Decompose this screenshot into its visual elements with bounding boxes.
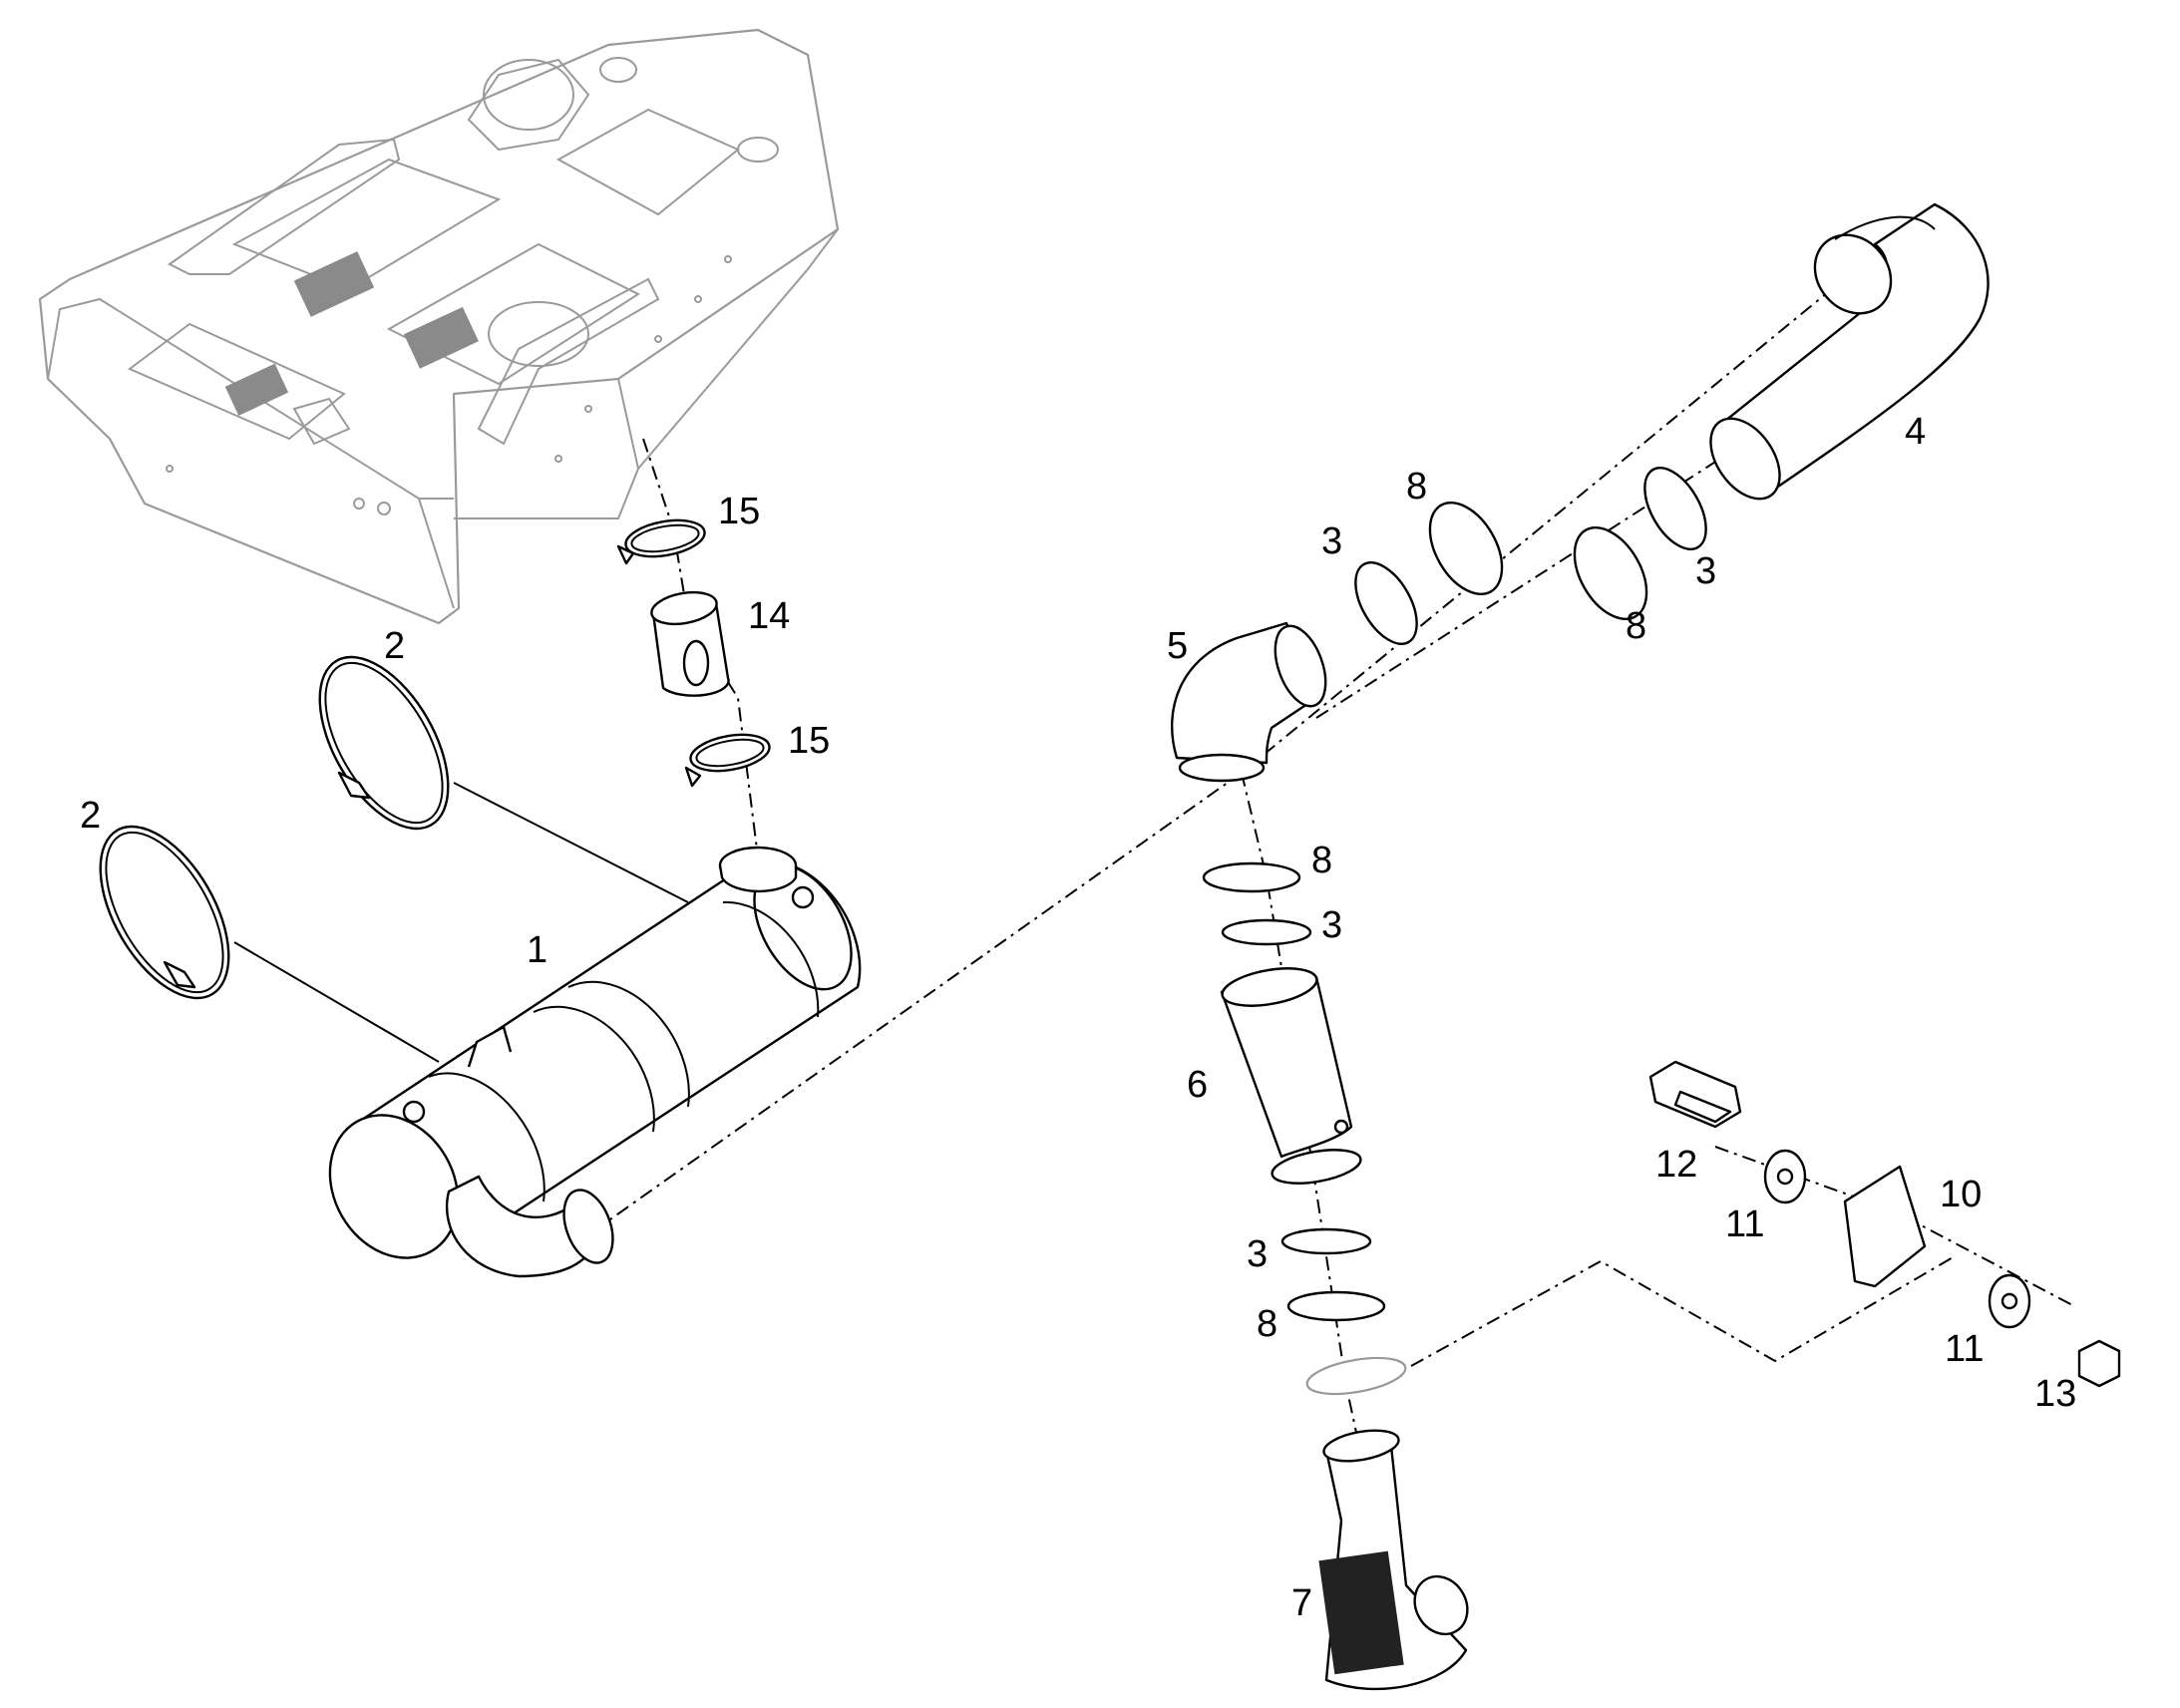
part-1-muffler: [328, 846, 862, 1278]
callout-2a: 2: [80, 795, 101, 837]
callout-8b: 8: [1626, 605, 1646, 647]
callout-15a: 15: [718, 491, 760, 532]
part-2-clamp-bands: [99, 655, 450, 1000]
callout-12: 12: [1655, 1144, 1697, 1186]
callout-13: 13: [2034, 1373, 2076, 1415]
part-5-elbow: [1171, 621, 1327, 783]
part-8-clamps: [1202, 501, 1648, 1322]
callout-8d: 8: [1257, 1303, 1277, 1345]
callout-11b: 11: [1945, 1328, 1984, 1370]
callouts: 1 2 2 3 3 3 3 4 5 6 7 8 8 8 8 10 11 11 1…: [80, 411, 2076, 1624]
callout-3a: 3: [1321, 520, 1342, 562]
callout-5: 5: [1167, 625, 1188, 667]
callout-6: 6: [1187, 1064, 1208, 1106]
callout-7: 7: [1291, 1582, 1312, 1624]
callout-4: 4: [1905, 411, 1926, 453]
callout-2b: 2: [384, 625, 405, 667]
part-10-13-bracket-hardware: [1648, 1060, 2121, 1388]
callout-14: 14: [748, 595, 790, 637]
part-3-gaskets: [1221, 467, 1707, 1255]
callout-1: 1: [527, 929, 547, 971]
chassis-frame-ghost: [38, 28, 840, 625]
callout-15b: 15: [788, 720, 830, 762]
part-14-15-coupler: [616, 518, 771, 788]
callout-8a: 8: [1406, 466, 1427, 508]
callout-10: 10: [1940, 1174, 1982, 1215]
callout-3d: 3: [1247, 1233, 1268, 1275]
callout-8c: 8: [1311, 840, 1332, 881]
callout-11a: 11: [1725, 1203, 1764, 1245]
callout-3b: 3: [1695, 550, 1716, 592]
part-6-canister: [1220, 967, 1362, 1185]
callout-3c: 3: [1321, 904, 1342, 946]
part-4-pipe: [1709, 202, 1990, 501]
part-7-tailpipe: [1305, 1356, 1469, 1691]
